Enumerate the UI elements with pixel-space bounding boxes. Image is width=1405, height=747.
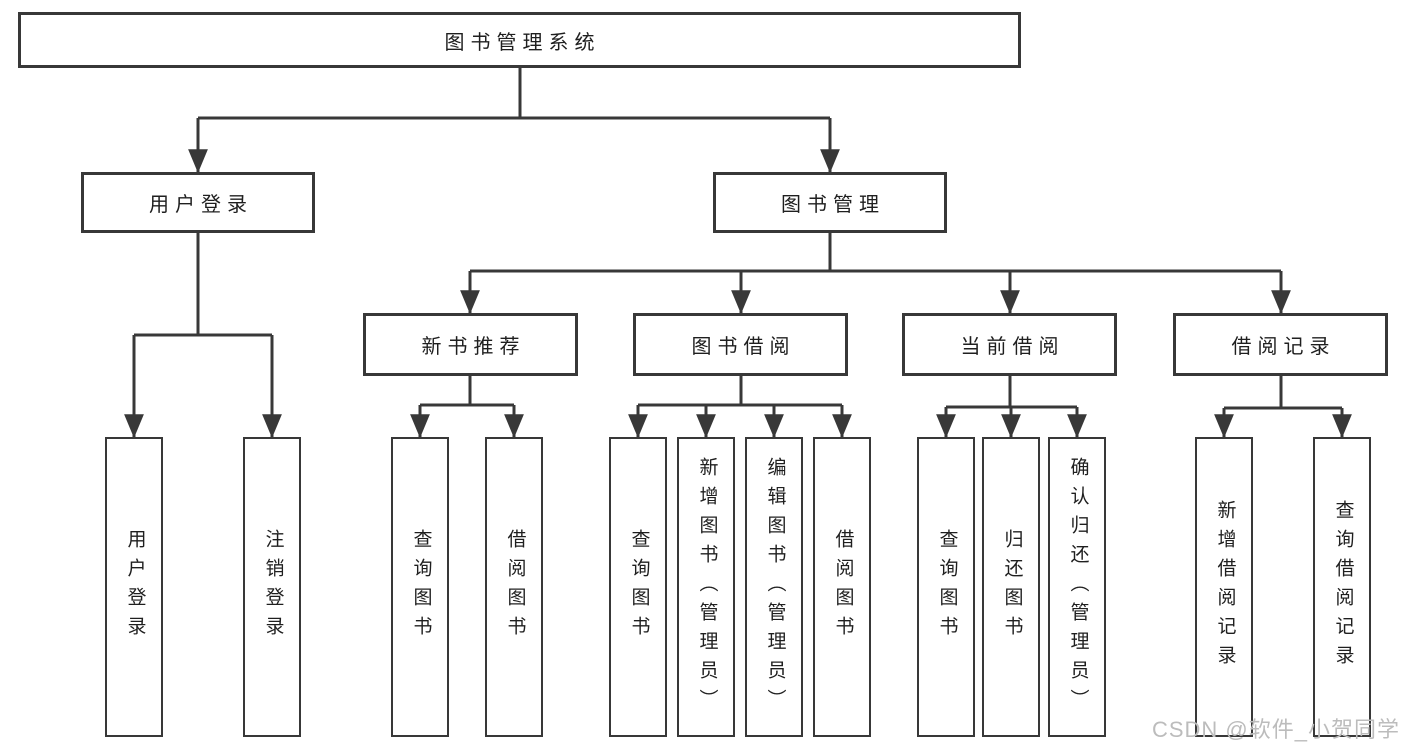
node-book-borrowing: 图书借阅 (633, 313, 848, 376)
leaf-query-books-current: 查询图书 (917, 437, 975, 737)
leaf-label: 新增借阅记录 (1214, 500, 1236, 674)
node-root: 图书管理系统 (18, 12, 1021, 68)
leaf-add-books-admin: 新增图书（管理员） (677, 437, 735, 737)
leaf-label: 查询图书 (628, 529, 650, 645)
node-book-management: 图书管理 (713, 172, 947, 233)
leaf-confirm-return-admin: 确认归还（管理员） (1048, 437, 1106, 737)
leaf-return-books: 归还图书 (982, 437, 1040, 737)
node-borrowing-records: 借阅记录 (1173, 313, 1388, 376)
leaf-borrow-books: 借阅图书 (813, 437, 871, 737)
leaf-query-books-borrow: 查询图书 (609, 437, 667, 737)
leaf-edit-books-admin: 编辑图书（管理员） (745, 437, 803, 737)
leaf-label: 编辑图书（管理员） (764, 456, 786, 718)
leaf-label: 查询借阅记录 (1332, 500, 1354, 674)
leaf-label: 确认归还（管理员） (1067, 456, 1089, 718)
leaf-label: 新增图书（管理员） (696, 456, 718, 718)
leaf-query-books-recommend: 查询图书 (391, 437, 449, 737)
leaf-user-login: 用户登录 (105, 437, 163, 737)
leaf-label: 注销登录 (262, 529, 284, 645)
leaf-label: 用户登录 (124, 529, 146, 645)
leaf-borrow-books-recommend: 借阅图书 (485, 437, 543, 737)
node-current-borrowing: 当前借阅 (902, 313, 1117, 376)
node-new-book-recommendation: 新书推荐 (363, 313, 578, 376)
leaf-add-borrow-record: 新增借阅记录 (1195, 437, 1253, 737)
leaf-logout: 注销登录 (243, 437, 301, 737)
leaf-label: 查询图书 (936, 529, 958, 645)
watermark-text: CSDN @软件_小贺同学 (1151, 717, 1400, 742)
leaf-label: 借阅图书 (832, 529, 854, 645)
leaf-label: 借阅图书 (504, 529, 526, 645)
node-user-login: 用户登录 (81, 172, 315, 233)
leaf-label: 查询图书 (410, 529, 432, 645)
leaf-label: 归还图书 (1001, 529, 1023, 645)
leaf-query-borrow-record: 查询借阅记录 (1313, 437, 1371, 737)
